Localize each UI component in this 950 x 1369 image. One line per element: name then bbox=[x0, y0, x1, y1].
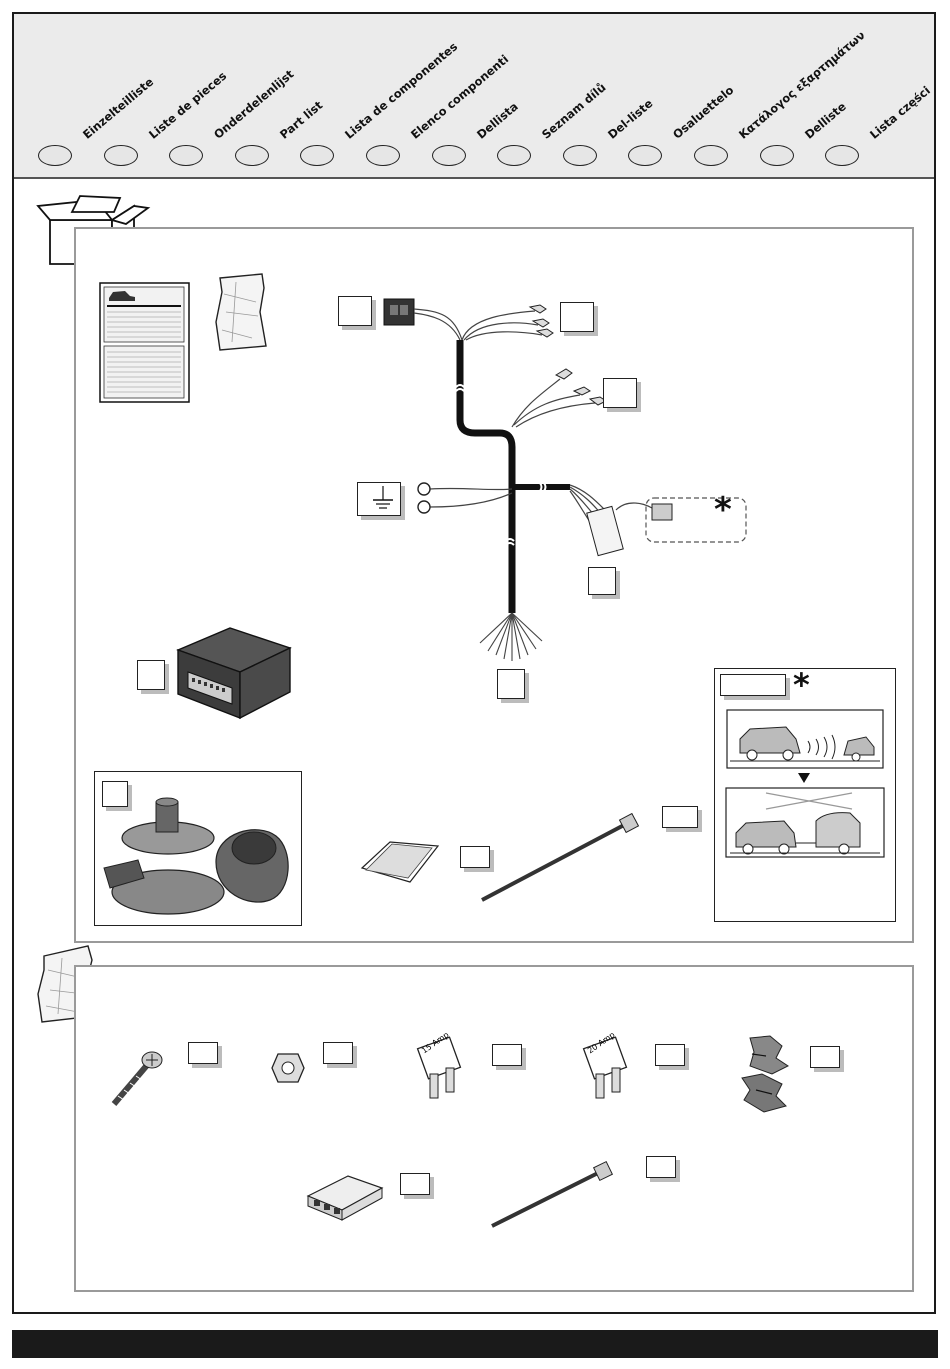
part-number-box bbox=[588, 567, 616, 595]
part-number-box bbox=[400, 1173, 430, 1195]
header-divider bbox=[14, 177, 934, 179]
screw-icon bbox=[108, 1046, 166, 1110]
part-number-box bbox=[492, 1044, 522, 1066]
part-number-box bbox=[655, 1044, 685, 1066]
fuse-icon bbox=[580, 1034, 640, 1102]
control-module-icon bbox=[170, 622, 296, 720]
optional-marker: * bbox=[714, 490, 732, 530]
terminal-connector-icon bbox=[304, 1166, 386, 1222]
part-number-box bbox=[662, 806, 698, 828]
cable-tie-icon bbox=[488, 1158, 628, 1230]
wire-tap-connector-icon bbox=[732, 1032, 796, 1116]
language-marker bbox=[366, 145, 400, 166]
language-marker bbox=[235, 145, 269, 166]
language-marker bbox=[825, 145, 859, 166]
language-marker bbox=[432, 145, 466, 166]
part-number-box bbox=[497, 669, 525, 699]
ground-symbol-icon bbox=[357, 482, 401, 516]
cable-tie-icon bbox=[478, 808, 658, 904]
socket-13-pin-icon bbox=[98, 796, 298, 922]
small-parts-panel bbox=[74, 965, 914, 1292]
optional-marker: * bbox=[793, 666, 810, 704]
part-number-box bbox=[338, 296, 372, 326]
instruction-sheet-icon bbox=[99, 282, 191, 404]
adhesive-pad-icon bbox=[360, 838, 442, 886]
language-marker bbox=[694, 145, 728, 166]
language-marker bbox=[169, 145, 203, 166]
footer-bar bbox=[12, 1330, 938, 1358]
part-number-box bbox=[560, 302, 594, 332]
parking-sensor-icon bbox=[726, 709, 884, 859]
part-number-box bbox=[323, 1042, 353, 1064]
language-marker bbox=[104, 145, 138, 166]
language-marker bbox=[563, 145, 597, 166]
part-number-box bbox=[137, 660, 165, 690]
part-number-box bbox=[646, 1156, 676, 1178]
nut-icon bbox=[270, 1052, 306, 1084]
wiring-harness-icon bbox=[370, 295, 630, 670]
bag-icon bbox=[212, 272, 270, 352]
language-marker bbox=[497, 145, 531, 166]
fuse-icon bbox=[414, 1034, 474, 1102]
part-number-box bbox=[720, 674, 786, 696]
language-marker bbox=[38, 145, 72, 166]
part-number-box bbox=[810, 1046, 840, 1068]
part-number-box bbox=[603, 378, 637, 408]
language-marker bbox=[760, 145, 794, 166]
part-number-box bbox=[188, 1042, 218, 1064]
